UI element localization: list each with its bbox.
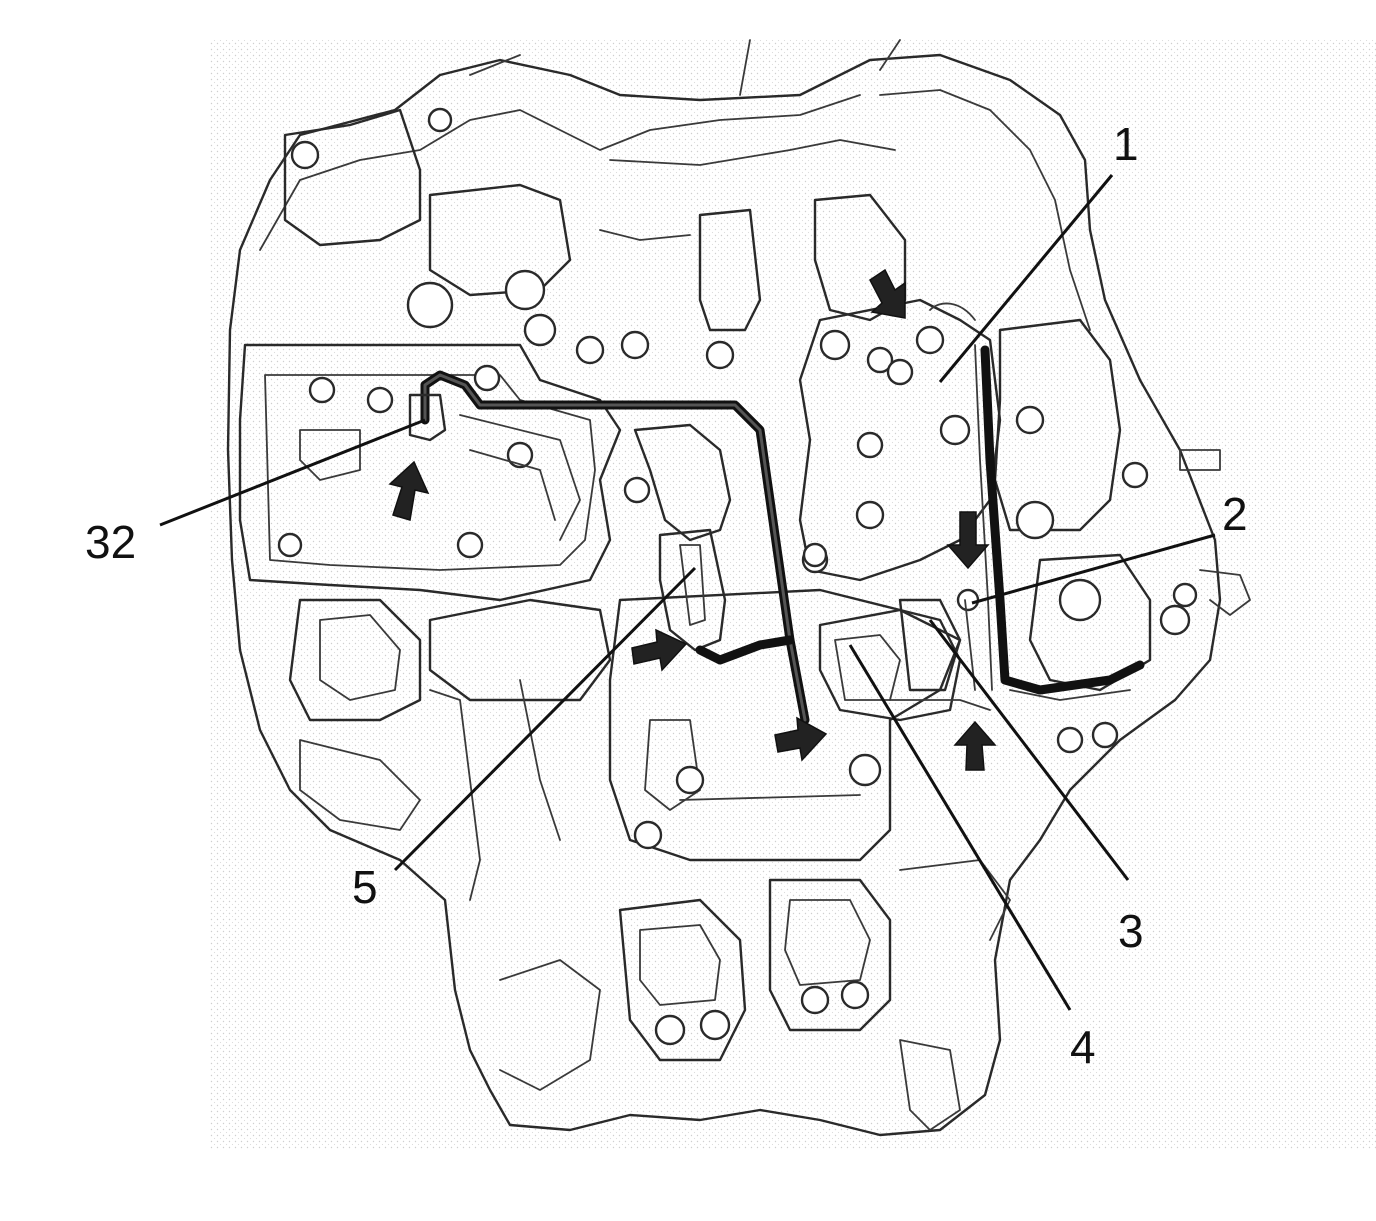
bolt-icon: [366, 386, 394, 414]
leader-line-5: [393, 566, 697, 872]
stipple-background: [210, 40, 1376, 1150]
bolt-icon: [290, 140, 320, 170]
bolt-icon: [699, 1009, 731, 1041]
bolt-icon: [1121, 461, 1149, 489]
bottom-blocks: [499, 859, 1011, 1131]
callout-labels: 1 2 3 4 5 32: [85, 118, 1248, 1073]
right-plate: [798, 298, 1251, 754]
bolt-icon: [855, 500, 885, 530]
bolt-icon: [633, 820, 663, 850]
bolt-icon: [866, 346, 894, 374]
lower-section: [288, 588, 962, 901]
upper-plate: [283, 107, 907, 370]
arrow-up-icon: [953, 720, 997, 771]
bolt-icon: [1015, 405, 1045, 435]
bolt-icon: [575, 335, 605, 365]
bolt-icon: [705, 340, 735, 370]
bolt-icon: [427, 107, 453, 133]
bolt-icon: [456, 531, 484, 559]
leader-line-3: [928, 619, 1130, 881]
solenoid-5-connector: [623, 423, 828, 652]
callout-1: 1: [1113, 118, 1139, 170]
bolt-icon: [840, 980, 870, 1010]
bolt-icon: [819, 329, 851, 361]
callout-3: 3: [1118, 905, 1144, 957]
leader-lines: [159, 174, 1216, 1011]
bolt-icon: [308, 376, 336, 404]
connector-cluster: [818, 588, 991, 722]
bolt-icon: [654, 1014, 686, 1046]
bolt-icon: [1091, 721, 1119, 749]
callout-4: 4: [1070, 1021, 1096, 1073]
direction-arrows: [388, 268, 997, 771]
arrow-up-icon: [388, 460, 430, 521]
leader-line-32: [159, 418, 426, 527]
bolt-icon: [406, 281, 454, 329]
leader-line-2: [971, 533, 1216, 605]
bolt-icon: [800, 985, 830, 1015]
leader-line-4: [848, 644, 1072, 1011]
bolt-icon: [1159, 604, 1191, 636]
bolt-icon: [277, 532, 303, 558]
callout-2: 2: [1222, 488, 1248, 540]
bolt-icon: [504, 269, 546, 311]
leader-line-1: [938, 174, 1114, 383]
bolt-icon: [802, 542, 828, 568]
callout-32: 32: [85, 516, 136, 568]
bolt-icon: [620, 330, 650, 360]
bolt-icon: [856, 431, 884, 459]
transmission-housing: [226, 39, 1222, 1137]
bolt-icon: [473, 364, 501, 392]
bolt-icon: [1015, 500, 1055, 540]
bolt-icon: [1172, 582, 1198, 608]
bolt-icon: [956, 588, 980, 612]
bolt-icon: [848, 753, 882, 787]
bolt-icon: [675, 765, 705, 795]
arrow-right-icon: [631, 628, 688, 672]
bolt-icon: [1058, 578, 1102, 622]
bolt-icon: [523, 313, 557, 347]
bolt-icon: [1056, 726, 1084, 754]
bolt-icon: [915, 325, 945, 355]
wiring-harness: [408, 302, 1145, 725]
callout-5: 5: [352, 861, 378, 913]
arrow-down-icon: [946, 511, 990, 570]
bolt-icon: [939, 414, 971, 446]
bolt-icon: [886, 358, 914, 386]
bolt-icon: [506, 441, 534, 469]
arrow-right-icon: [774, 716, 828, 762]
bolt-icon: [623, 476, 651, 504]
arrow-down-icon: [869, 268, 906, 319]
left-plate: [238, 343, 622, 602]
